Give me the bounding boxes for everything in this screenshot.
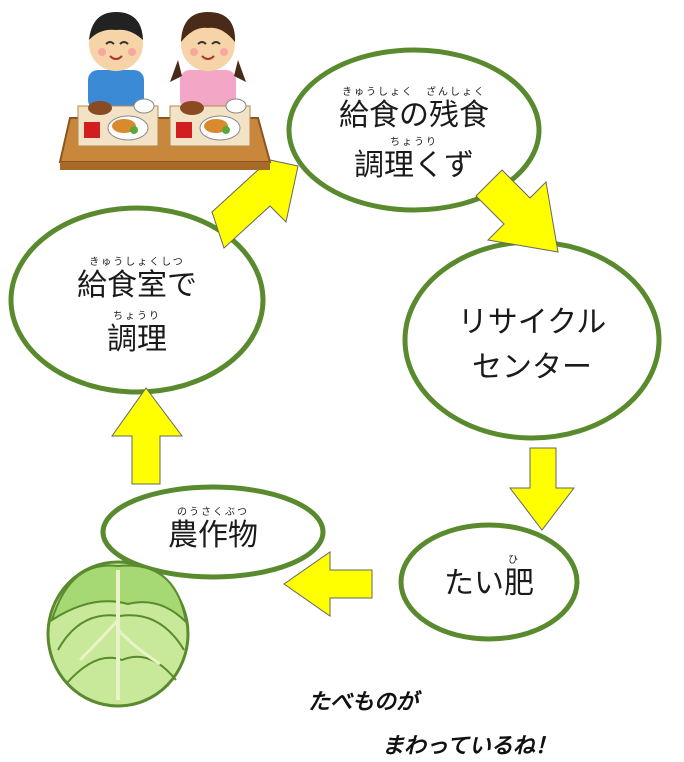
node-crops-ellipse xyxy=(100,484,326,580)
slogan-line1: たべものが xyxy=(308,690,419,715)
node-kitchen-ruby1: きゅうしょくしつ xyxy=(89,257,185,268)
node-leftovers: きゅうしょく ざんしょく 給食の残食 ちょうり 調理くず xyxy=(314,88,514,183)
node-crops: のうさくぶつ 農作物 xyxy=(143,508,283,554)
node-compost-ruby: ひ xyxy=(508,555,520,566)
node-compost-ellipse xyxy=(398,522,580,642)
node-compost: ひ たい肥 xyxy=(419,556,559,602)
arrow-leftovers-to-recycle xyxy=(475,169,559,253)
node-crops-ruby: のうさくぶつ xyxy=(177,507,249,518)
node-leftovers-ruby2: ちょうり xyxy=(390,136,438,148)
node-kitchen-line2: 調理 xyxy=(107,321,167,357)
node-recycle: リサイクル センター xyxy=(432,300,632,390)
node-kitchen-ruby2: ちょうり xyxy=(113,310,161,322)
lettuce-icon xyxy=(46,560,190,708)
node-leftovers-line2: 調理くず xyxy=(354,147,474,183)
node-crops-line1: 農作物 xyxy=(168,518,258,553)
node-kitchen-line1: 給食室で xyxy=(77,268,197,303)
arrow-recycle-to-compost xyxy=(508,447,576,531)
node-recycle-line2: センター xyxy=(472,350,592,385)
arrow-compost-to-crops xyxy=(283,551,373,617)
node-recycle-line1: リサイクル xyxy=(457,305,607,340)
node-kitchen-ellipse xyxy=(8,205,266,395)
node-leftovers-ruby1: きゅうしょく ざんしょく xyxy=(342,87,486,98)
node-leftovers-ellipse xyxy=(286,47,542,213)
node-leftovers-line1: 給食の残食 xyxy=(339,98,489,133)
node-compost-line1: たい肥 xyxy=(444,566,534,601)
slogan-line2: まわっているね！ xyxy=(382,734,557,759)
children-eating-lunch-icon xyxy=(58,12,272,170)
arrow-crops-to-kitchen xyxy=(111,387,183,485)
node-kitchen: きゅうしょくしつ 給食室で ちょうり 調理 xyxy=(47,258,227,357)
